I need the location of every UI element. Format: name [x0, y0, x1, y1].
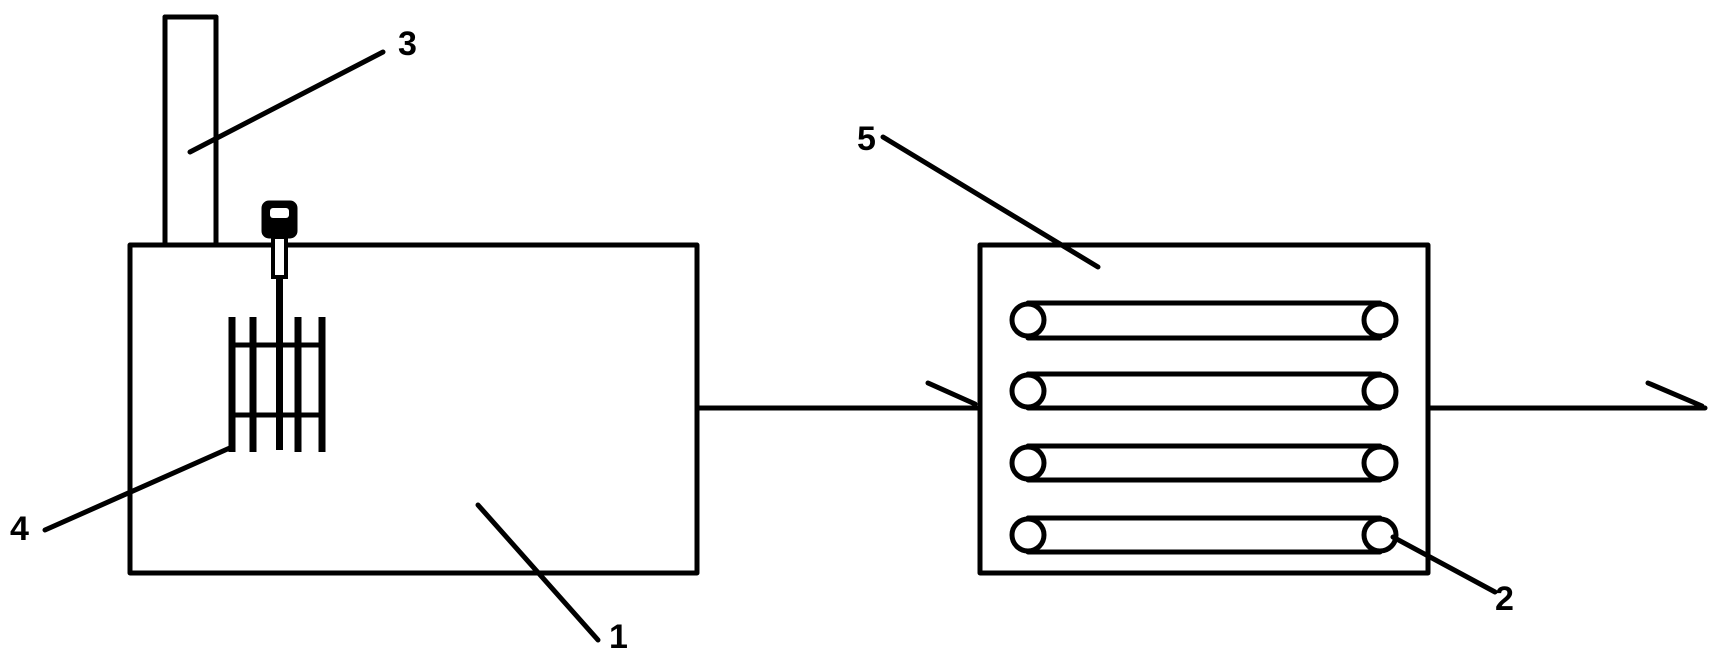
leader-line-5 [880, 134, 1101, 270]
label-tank: 1 [609, 618, 628, 656]
label-coil-tube: 2 [1495, 580, 1514, 618]
label-stirrer: 4 [10, 510, 29, 548]
leader-line-2 [1390, 534, 1498, 595]
heat-exchanger [977, 242, 1431, 576]
coil-tube [1009, 443, 1399, 483]
label-chimney: 3 [398, 25, 417, 63]
leader-line-3 [187, 49, 386, 155]
leader-line-1 [475, 502, 601, 643]
stirrer [228, 200, 326, 452]
coil-tube [1009, 300, 1399, 341]
leader-line-4 [42, 444, 235, 533]
coil-tube [1009, 371, 1399, 411]
coil-tube [1009, 515, 1399, 555]
stirrer-coupling [271, 235, 288, 279]
tank-body [127, 242, 700, 576]
tank [127, 242, 700, 576]
outlet-arrow [1645, 380, 1705, 409]
chimney-pipe [162, 14, 219, 248]
stirrer-motor [261, 200, 298, 239]
label-heat-exchanger: 5 [857, 120, 876, 158]
inlet-arrow [925, 380, 978, 407]
